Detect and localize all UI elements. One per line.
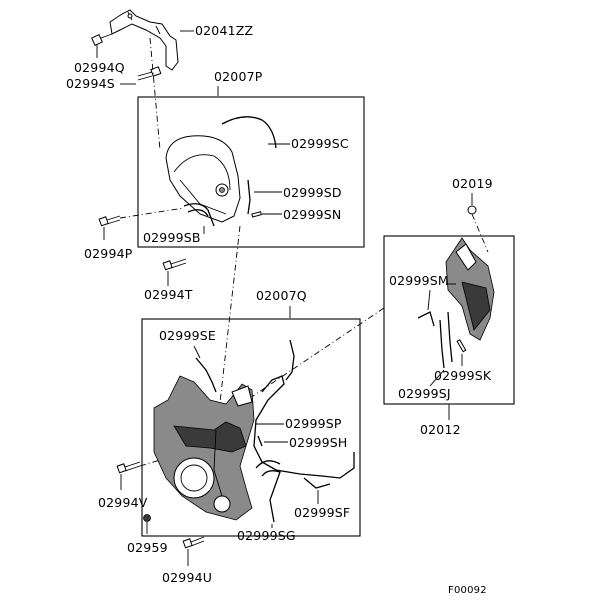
label-02994p: 02994P [84, 246, 133, 261]
label-02019: 02019 [452, 176, 493, 191]
plug-02019[interactable] [467, 205, 477, 215]
nut-02959[interactable] [143, 514, 151, 522]
bolt-u[interactable] [182, 536, 205, 549]
label-02999sd: 02999SD [283, 185, 342, 200]
gasket-sm[interactable] [417, 311, 435, 327]
label-02012: 02012 [420, 422, 461, 437]
label-02999sm: 02999SM [389, 273, 449, 288]
label-02007q: 02007Q [256, 288, 307, 303]
gasket-sn[interactable] [251, 211, 262, 218]
label-02999sh: 02999SH [289, 435, 348, 450]
gasket-sd[interactable] [247, 179, 251, 215]
upper-cover-box [137, 96, 365, 248]
gasket-sp-strip[interactable] [253, 375, 355, 479]
label-02999se: 02999SE [159, 328, 216, 343]
bolt-v[interactable] [116, 461, 141, 474]
gasket-sg[interactable] [255, 460, 281, 523]
bolt-q[interactable] [91, 33, 113, 46]
label-02959: 02959 [127, 540, 168, 555]
label-02999sj: 02999SJ [398, 386, 451, 401]
gasket-sh[interactable] [257, 435, 263, 447]
gasket-sb[interactable] [183, 203, 215, 227]
lower-timing-cover[interactable] [153, 375, 255, 521]
bolt-t[interactable] [162, 258, 187, 271]
label-02999sk: 02999SK [434, 368, 492, 383]
side-timing-cover[interactable] [445, 237, 495, 341]
label-02041zz: 02041ZZ [195, 23, 253, 38]
bracket-top[interactable] [109, 9, 179, 71]
gasket-se[interactable] [195, 357, 217, 393]
label-02999sn: 02999SN [283, 207, 341, 222]
label-02999sb: 02999SB [143, 230, 201, 245]
gasket-sk[interactable] [456, 339, 467, 353]
label-02994v: 02994V [98, 495, 148, 510]
label-02994t: 02994T [144, 287, 193, 302]
label-02007p: 02007P [214, 69, 263, 84]
label-02999sc: 02999SC [291, 136, 349, 151]
upper-timing-cover[interactable] [165, 135, 241, 223]
label-02994u: 02994U [162, 570, 212, 585]
label-02994q: 02994Q [74, 60, 125, 75]
label-02999sf: 02999SF [294, 505, 350, 520]
label-02994s: 02994S [66, 76, 115, 91]
gasket-sj[interactable] [439, 311, 453, 369]
label-02999sp: 02999SP [285, 416, 342, 431]
bolt-s[interactable] [137, 66, 162, 81]
label-02999sg: 02999SG [237, 528, 296, 543]
figure-code: F00092 [448, 585, 487, 596]
gasket-sc[interactable] [221, 116, 277, 149]
lower-cover-box [141, 318, 361, 537]
gasket-sf[interactable] [303, 477, 331, 489]
bolt-p[interactable] [98, 215, 121, 227]
